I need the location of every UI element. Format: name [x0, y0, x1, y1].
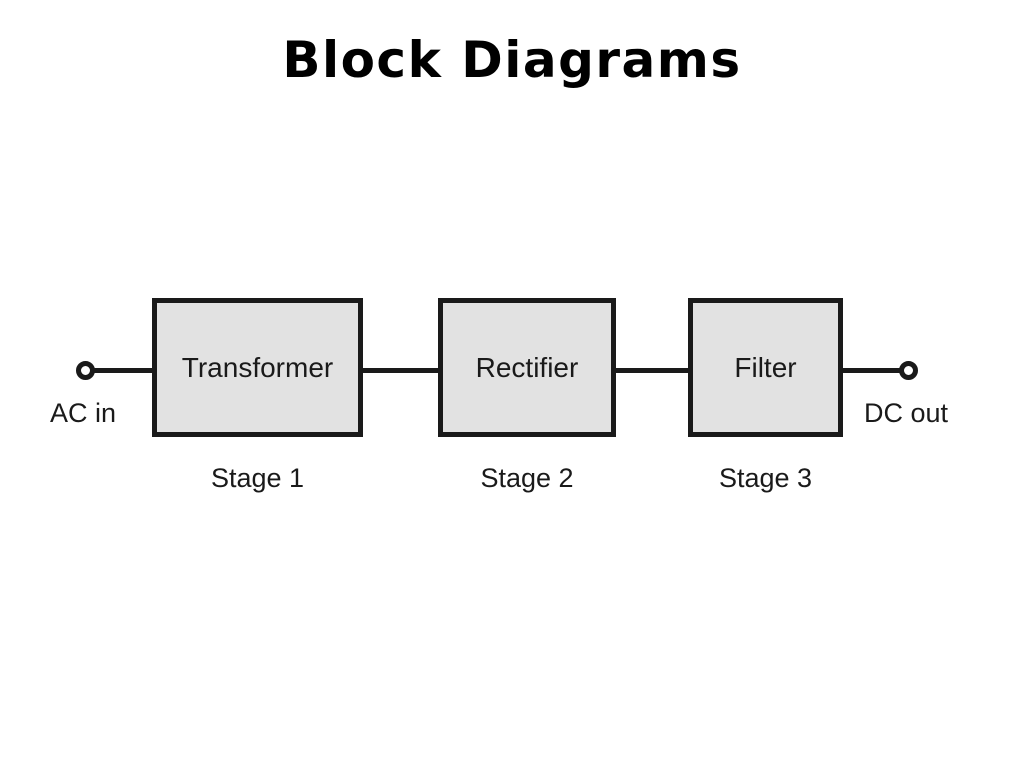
input-terminal-icon — [76, 361, 95, 380]
output-port-label: DC out — [864, 398, 949, 428]
page-title: Block Diagrams — [282, 31, 742, 89]
block-label-transformer: Transformer — [181, 351, 334, 383]
input-port-label: AC in — [50, 398, 117, 428]
wire-block-3-to-output — [841, 368, 903, 373]
wire-block-2-to-block-3 — [614, 368, 690, 373]
stage-caption-2: Stage 2 — [480, 463, 574, 493]
output-terminal-icon — [899, 361, 918, 380]
wire-block-1-to-block-2 — [361, 368, 440, 373]
block-rectifier[interactable]: Rectifier — [438, 298, 616, 437]
block-transformer[interactable]: Transformer — [152, 298, 363, 437]
block-label-filter: Filter — [734, 351, 797, 383]
stage-caption-1: Stage 1 — [210, 463, 305, 493]
block-label-rectifier: Rectifier — [475, 351, 579, 383]
stage-caption-3: Stage 3 — [718, 463, 813, 493]
block-filter[interactable]: Filter — [688, 298, 843, 437]
wire-input-to-block-1 — [93, 368, 154, 373]
